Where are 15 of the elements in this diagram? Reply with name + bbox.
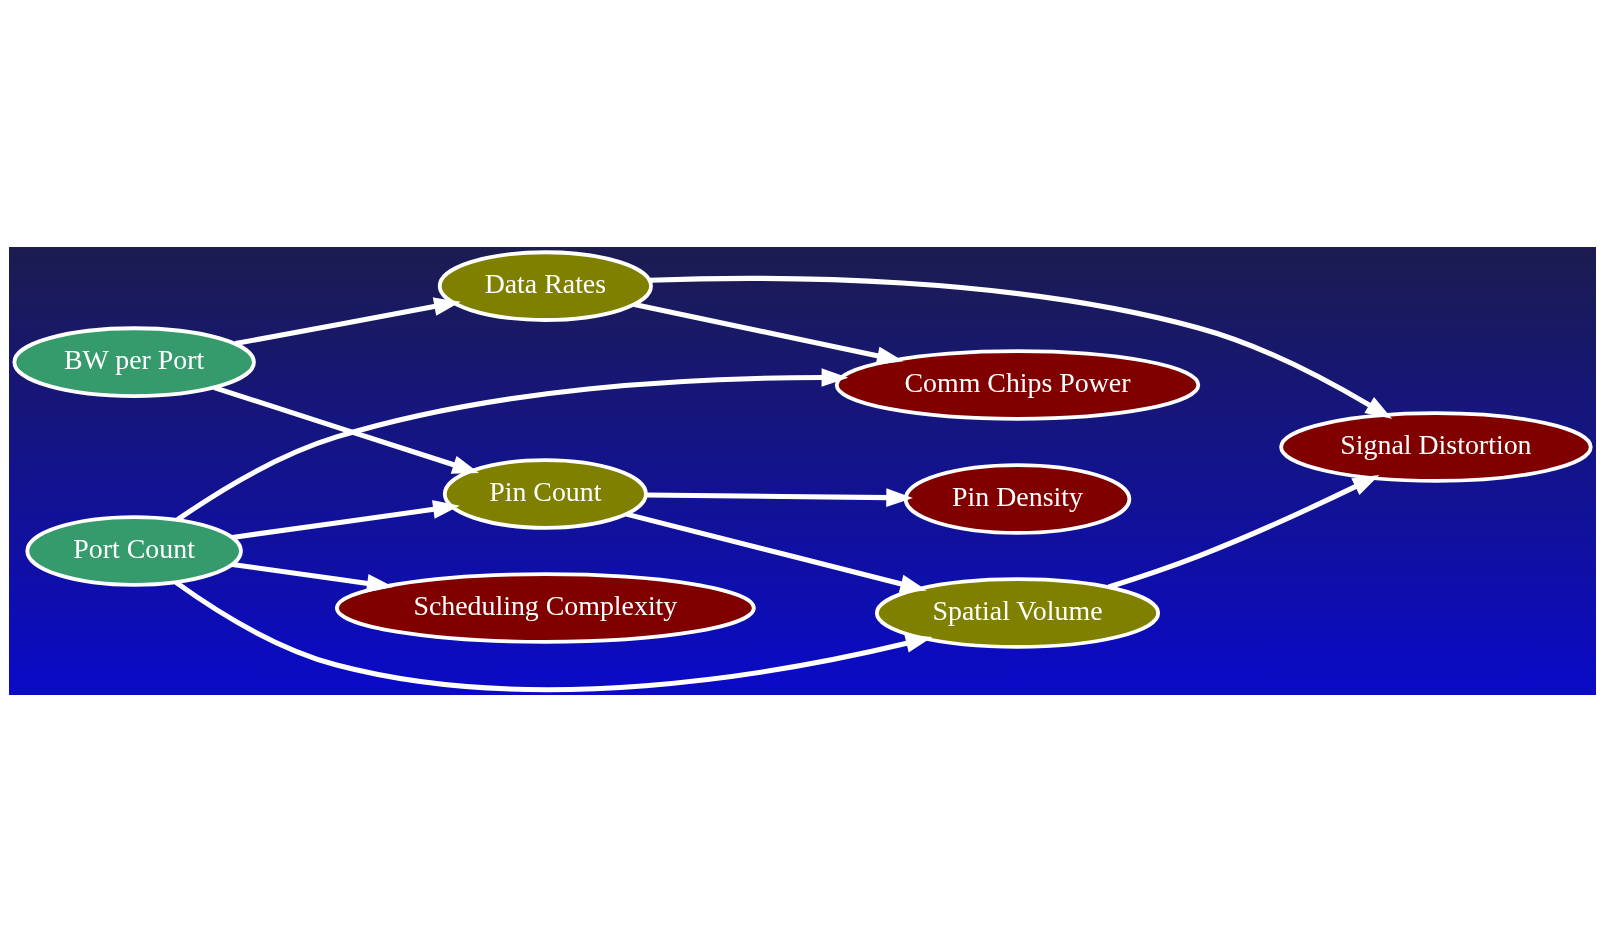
- arrow: [176, 367, 849, 522]
- arrow: [231, 561, 394, 593]
- arrow: [625, 511, 927, 593]
- arrow: [213, 384, 479, 474]
- node-ellipse: Data Rates: [437, 249, 653, 322]
- node-ellipse: BW per Port: [12, 325, 256, 398]
- arrow: [633, 301, 904, 365]
- arrow: [234, 296, 461, 346]
- node-ellipse: Pin Density: [903, 462, 1132, 535]
- arrow: [649, 275, 1392, 419]
- arrow: [231, 499, 460, 540]
- arrow: [1107, 474, 1380, 589]
- arrow: [646, 487, 913, 507]
- node-ellipse: Signal Distortion: [1279, 410, 1593, 483]
- node-ellipse: Port Count: [25, 514, 243, 587]
